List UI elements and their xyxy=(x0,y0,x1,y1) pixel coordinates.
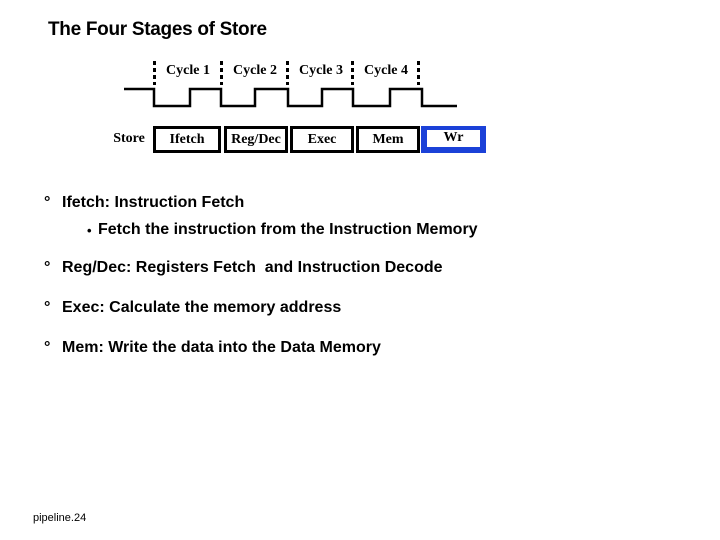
stage-box-ifetch: Ifetch xyxy=(153,126,221,153)
stage-box-wr-inner: Wr xyxy=(427,130,480,147)
bullet-text: Mem: Write the data into the Data Memory xyxy=(62,339,381,356)
bullet-mem: ° Mem: Write the data into the Data Memo… xyxy=(44,339,381,357)
bullet-marker: ° xyxy=(44,194,51,211)
bullet-text: Ifetch: Instruction Fetch xyxy=(62,194,245,211)
stage-box-wr-highlighted: Wr xyxy=(421,126,486,153)
bullet-marker: • xyxy=(87,223,92,238)
stage-box-mem: Mem xyxy=(356,126,420,153)
bullet-marker: ° xyxy=(44,259,51,276)
clock-waveform-line xyxy=(124,87,457,108)
bullet-exec: ° Exec: Calculate the memory address xyxy=(44,299,341,317)
subbullet-fetch-instruction: • Fetch the instruction from the Instruc… xyxy=(87,221,478,240)
cycle-label-1: Cycle 1 xyxy=(166,63,210,78)
cycle-label-2: Cycle 2 xyxy=(233,63,277,78)
bullet-regdec: ° Reg/Dec: Registers Fetch and Instructi… xyxy=(44,259,443,277)
stage-box-exec: Exec xyxy=(290,126,354,153)
bullet-marker: ° xyxy=(44,339,51,356)
cycle-label-3: Cycle 3 xyxy=(299,63,343,78)
stage-box-regdec: Reg/Dec xyxy=(224,126,288,153)
bullet-text: Fetch the instruction from the Instructi… xyxy=(98,221,478,238)
cycle-label-4: Cycle 4 xyxy=(364,63,408,78)
bullet-marker: ° xyxy=(44,299,51,316)
bullet-text: Exec: Calculate the memory address xyxy=(62,299,342,316)
pipeline-row-label: Store xyxy=(113,131,145,146)
bullet-text: Reg/Dec: Registers Fetch and Instruction… xyxy=(62,259,443,276)
slide-footer-page-label: pipeline.24 xyxy=(33,512,87,524)
bullet-ifetch: ° Ifetch: Instruction Fetch xyxy=(44,194,244,212)
slide-title: The Four Stages of Store xyxy=(48,19,267,40)
